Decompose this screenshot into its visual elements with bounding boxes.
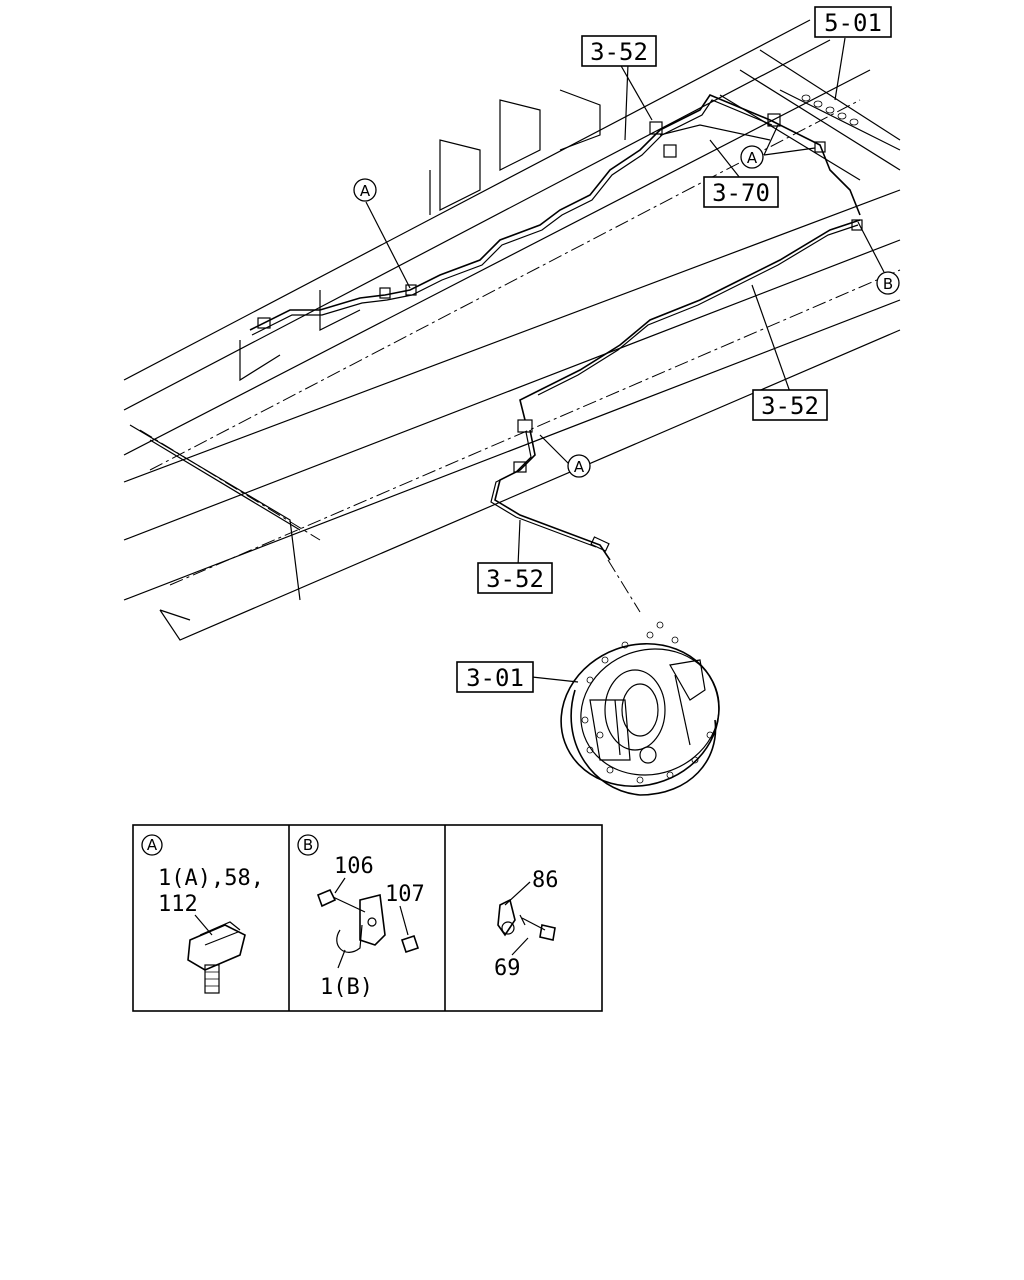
brake-hose (490, 429, 641, 613)
line-clips (257, 113, 863, 473)
brake-drum-assembly (560, 621, 720, 796)
clip-part-icon (187, 921, 246, 994)
callout-3-70-text: 3-70 (712, 179, 770, 207)
marker-a-right: A (740, 145, 764, 169)
panel-b-part-106: 106 (334, 854, 374, 879)
callout-3-52-right: 3-52 (752, 389, 828, 421)
detail-panel-a: A 1(A),58, 112 (141, 834, 264, 994)
panel-c-part-86: 86 (532, 868, 559, 893)
callout-3-01-text: 3-01 (466, 664, 524, 692)
callout-3-52-top: 3-52 (581, 35, 657, 67)
bracket-part-icon (316, 888, 420, 954)
callout-3-70: 3-70 (703, 176, 779, 208)
callout-5-01: 5-01 (814, 6, 892, 38)
callout-3-52-top-text: 3-52 (590, 38, 648, 66)
detail-table (132, 824, 603, 1012)
panel-a-parts-line1: 1(A),58, (158, 866, 264, 891)
clamp-part-icon (497, 898, 556, 941)
panel-a-parts-line2: 112 (158, 892, 198, 917)
marker-a-left: A (353, 178, 377, 202)
chassis-frame (123, 19, 901, 641)
marker-b-text: B (883, 275, 893, 293)
callout-3-01: 3-01 (456, 661, 534, 693)
panel-a-marker: A (147, 836, 158, 854)
marker-a-hose-text: A (574, 458, 585, 476)
marker-b: B (876, 271, 900, 295)
marker-a-left-text: A (360, 182, 371, 200)
marker-a-right-text: A (747, 149, 758, 167)
panel-c-part-69: 69 (494, 956, 521, 981)
brake-pipe-lower (519, 219, 861, 421)
marker-a-hose: A (567, 454, 591, 478)
leader-lines (365, 37, 885, 683)
detail-panel-b: B 106 107 1(B) (297, 834, 425, 1000)
panel-b-part-107: 107 (385, 882, 425, 907)
callout-5-01-text: 5-01 (824, 9, 882, 37)
panel-b-part-1b: 1(B) (320, 975, 373, 1000)
panel-b-marker: B (303, 836, 313, 854)
brake-pipe-upper (249, 94, 861, 336)
callout-3-52-right-text: 3-52 (761, 392, 819, 420)
detail-panel-c: 86 69 (494, 868, 559, 981)
callout-3-52-hose: 3-52 (477, 562, 553, 594)
callout-3-52-hose-text: 3-52 (486, 565, 544, 593)
